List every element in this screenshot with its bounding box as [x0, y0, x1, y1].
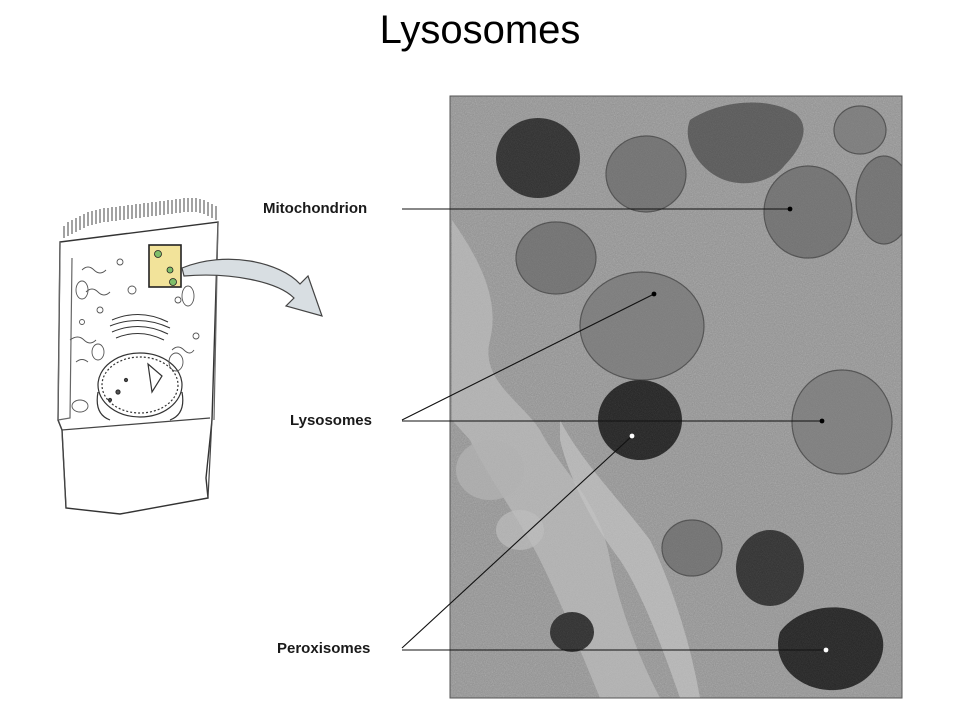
leader-endpoints [629, 206, 829, 653]
lysosome-leader-1 [401, 293, 655, 421]
golgi [109, 314, 171, 341]
label-peroxisomes: Peroxisomes [277, 640, 371, 657]
inset-granule [154, 250, 162, 258]
label-lysosomes: Lysosomes [290, 412, 372, 429]
leader-lines [401, 208, 826, 651]
slide-title: Lysosomes [379, 8, 581, 52]
cell-schematic [57, 198, 219, 515]
nucleus [96, 352, 184, 421]
micrograph-frame [449, 95, 903, 699]
inset-granule [169, 278, 177, 286]
zoom-arrow [181, 258, 323, 317]
peroxisome-leader-1 [401, 435, 633, 649]
label-mitochondrion: Mitochondrion [263, 200, 368, 217]
electron-micrograph [450, 96, 902, 698]
microvilli [63, 198, 217, 238]
inset-granule [166, 266, 174, 274]
organelles [69, 258, 200, 413]
